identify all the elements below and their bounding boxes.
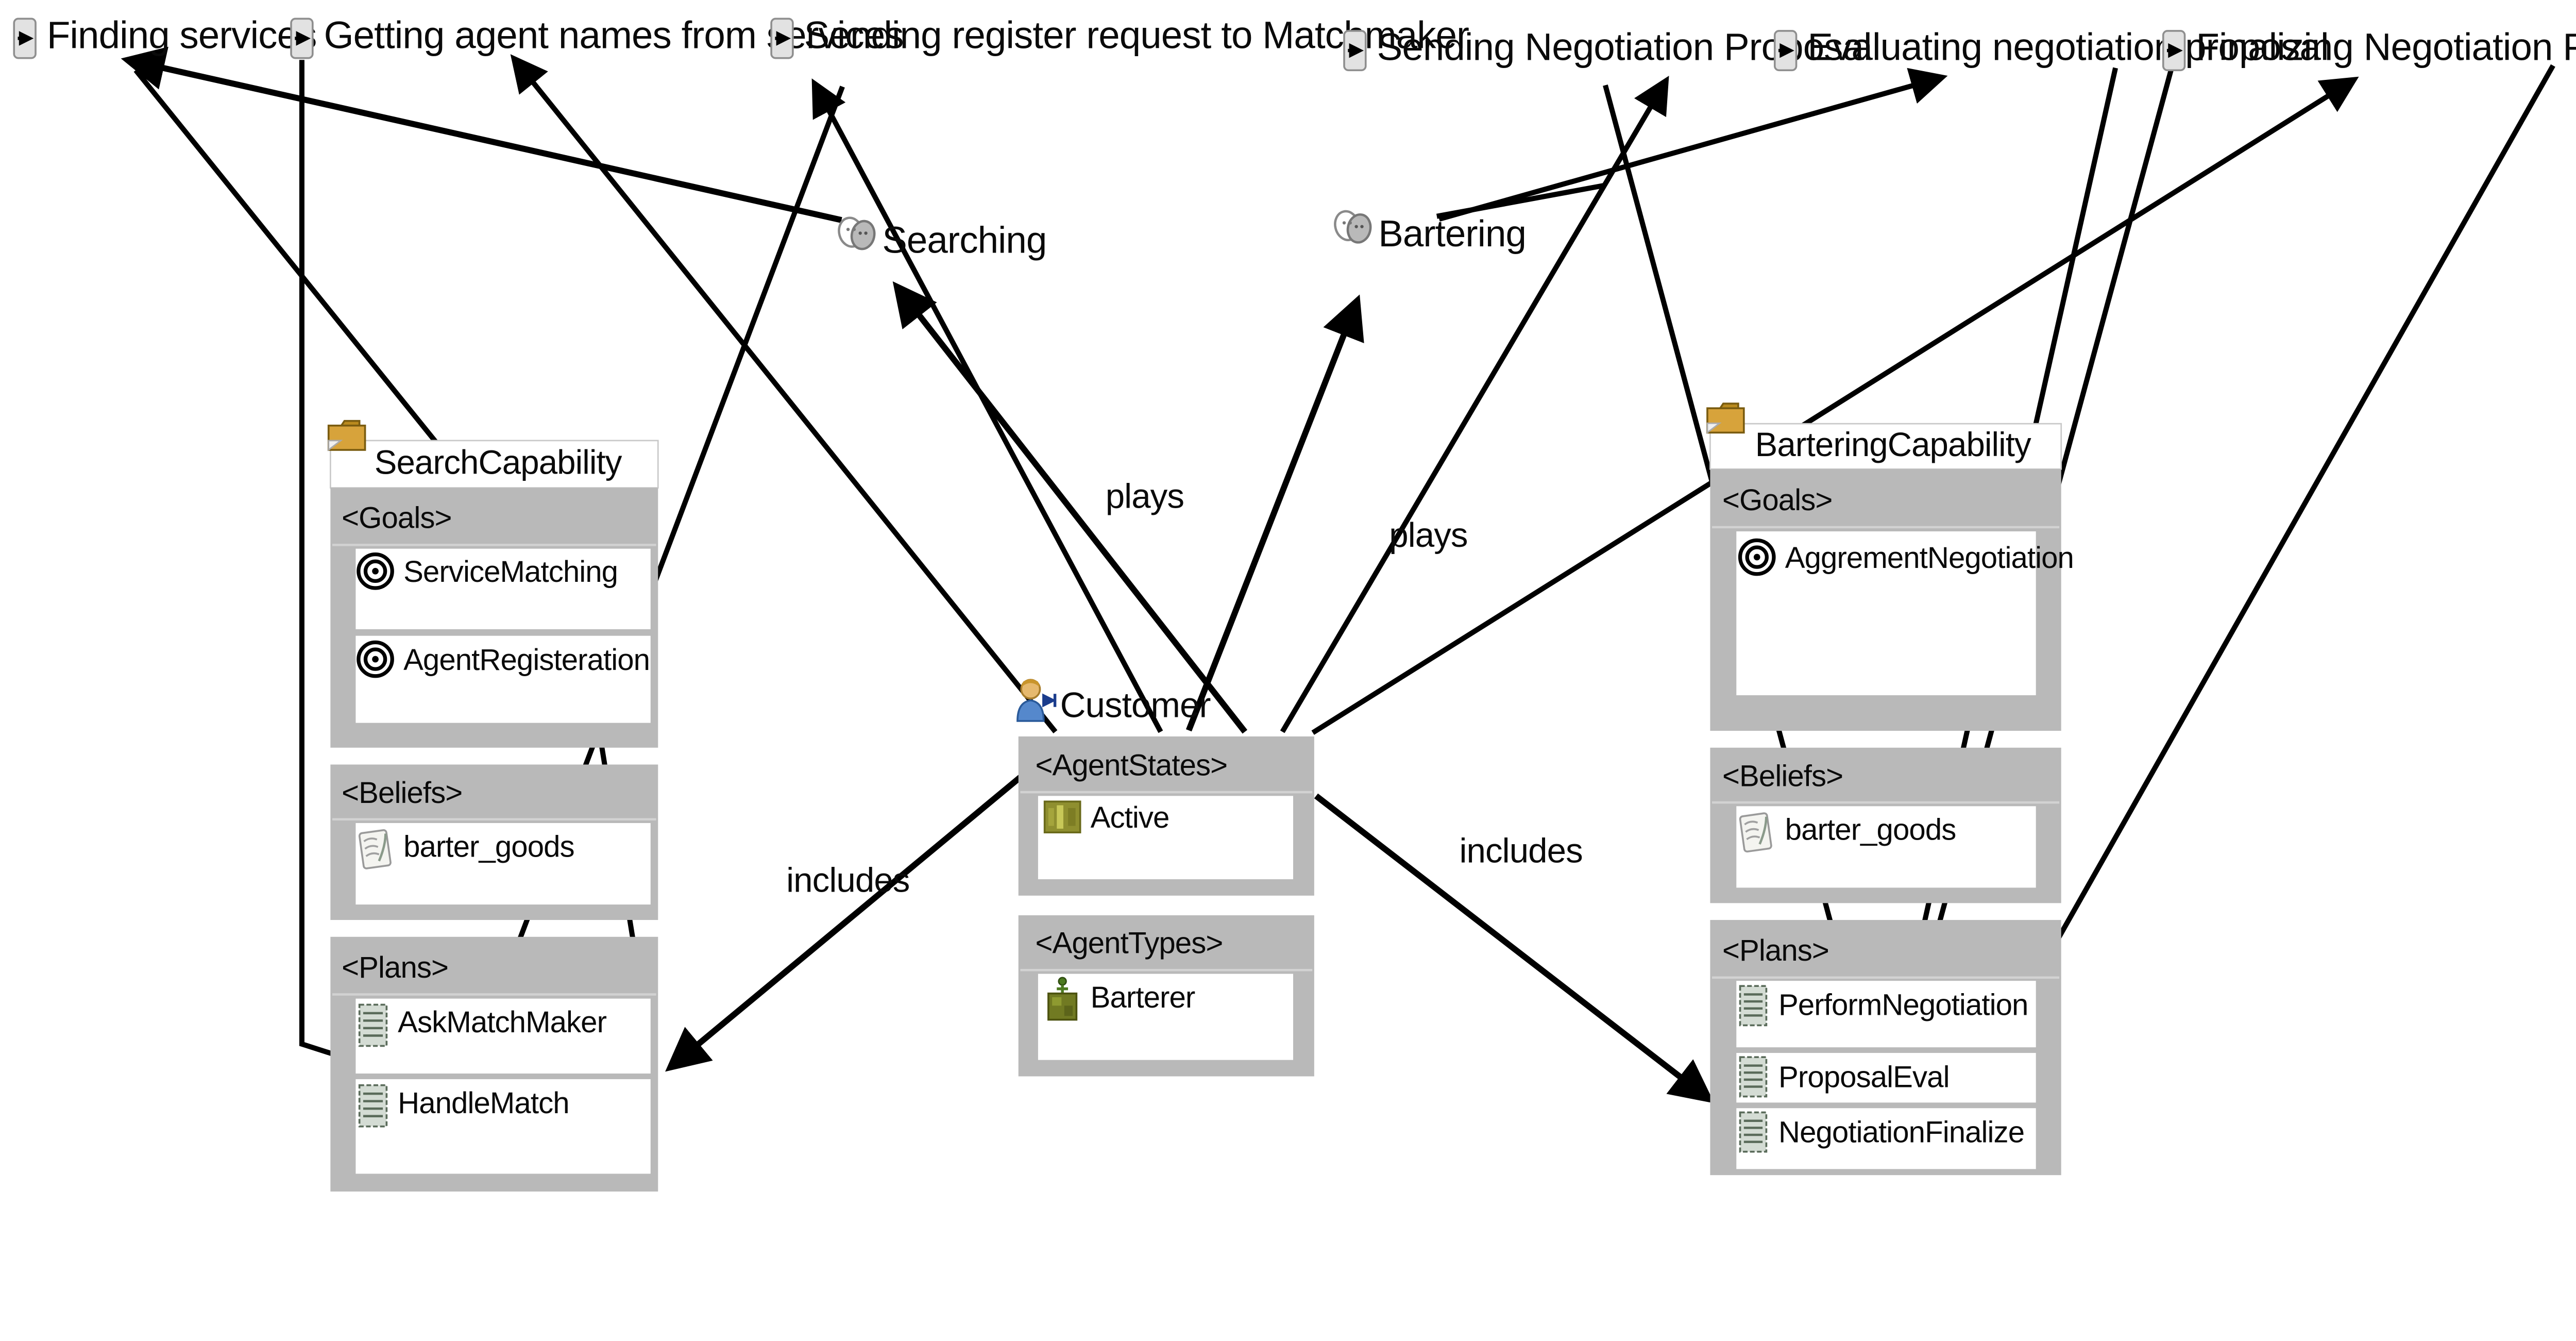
task-icon (1773, 30, 1798, 72)
theater-masks-icon (838, 216, 876, 250)
task-label: Finalizing Negotiation Proposal (2196, 25, 2576, 68)
plan-cell[interactable] (355, 998, 651, 1074)
plan-icon (1739, 985, 1768, 1027)
plan-cell[interactable] (1736, 1053, 2036, 1103)
agent-type-cell[interactable] (1038, 974, 1293, 1060)
edge-customer-to-getting-names[interactable] (510, 54, 1058, 734)
role-node-searching[interactable]: Searching (836, 215, 1047, 261)
task-label: Sending Negotiation Proposal (1377, 25, 1872, 68)
capability-title-band[interactable] (1709, 423, 2062, 470)
beliefs-header: <Beliefs> (1722, 759, 1843, 793)
goal-label: AggrementNegotiation (1785, 541, 2074, 575)
capability-title: BarteringCapability (1755, 426, 2031, 463)
plan-label: NegotiationFinalize (1778, 1116, 2024, 1149)
plan-label: PerformNegotiation (1778, 988, 2028, 1021)
theater-masks-icon (1334, 210, 1372, 244)
goal-cell[interactable] (355, 635, 651, 723)
goal-target-icon (1738, 538, 1776, 576)
capability-box-bartering[interactable]: BarteringCapability <Goals> AggrementNeg… (1706, 403, 2074, 1176)
task-label: Evaluating negotiation proposal (1807, 25, 2328, 68)
belief-book-icon (1739, 812, 1772, 853)
edge-customer-to-sending-negotiation[interactable] (1280, 75, 1669, 733)
agent-states-header: <AgentStates> (1035, 748, 1227, 782)
goal-target-icon (357, 552, 394, 590)
goals-header: <Goals> (1722, 483, 1832, 517)
goal-label: AgentRegisteration (403, 643, 650, 677)
task-icon (770, 18, 794, 59)
belief-cell[interactable] (1736, 806, 2036, 888)
edge-searching-to-finding-services[interactable] (121, 46, 842, 223)
plan-icon (358, 1084, 388, 1128)
edge-includes-searchcapability[interactable] (665, 775, 1023, 1072)
plan-cell[interactable] (1736, 981, 2036, 1048)
agent-box-customer[interactable]: Customer <AgentStates> Active <AgentType… (1016, 679, 1314, 1077)
beliefs-header: <Beliefs> (342, 776, 462, 810)
task-node-getting-agent-names[interactable]: Getting agent names from services (290, 14, 904, 59)
role-label: Searching (882, 220, 1046, 261)
belief-book-icon (358, 829, 392, 869)
edge-label-plays-right: plays (1389, 516, 1467, 555)
barterer-icon (1047, 977, 1078, 1021)
role-label: Bartering (1378, 213, 1526, 255)
agent-types-header: <AgentTypes> (1035, 927, 1223, 960)
task-node-evaluating-negotiation-proposal[interactable]: Evaluating negotiation proposal (1773, 25, 2329, 72)
plan-cell[interactable] (1736, 1108, 2036, 1169)
belief-label: barter_goods (403, 830, 574, 863)
agent-type-label: Barterer (1091, 981, 1195, 1014)
task-label: Getting agent names from services (324, 14, 904, 57)
agent-title: Customer (1060, 685, 1211, 725)
edge-label-includes-right: includes (1459, 831, 1582, 870)
goal-cell[interactable] (355, 548, 651, 629)
agent-state-label: Active (1091, 801, 1170, 834)
goal-target-icon (357, 640, 394, 678)
edge-bartering-to-sending-negotiation[interactable] (1436, 182, 1605, 219)
edge-plays-searching[interactable] (892, 281, 1248, 734)
edge-label-includes-left: includes (786, 861, 909, 900)
capability-title-band[interactable] (329, 440, 659, 489)
agent-design-diagram: plays plays includes includes Finding se… (13, 14, 2576, 1192)
belief-cell[interactable] (355, 823, 651, 905)
state-icon (1043, 800, 1081, 834)
role-node-bartering[interactable]: Bartering (1332, 209, 1527, 255)
folder-icon (1706, 403, 1745, 434)
plan-label: ProposalEval (1778, 1060, 1950, 1094)
person-icon (1016, 679, 1057, 722)
capability-title: SearchCapability (375, 443, 622, 481)
plan-icon (1739, 1056, 1768, 1098)
plans-header: <Plans> (342, 951, 448, 984)
plan-icon (1739, 1111, 1768, 1153)
edge-includes-barteringcapability[interactable] (1314, 793, 1715, 1103)
edge-customer-to-finalizing[interactable] (1311, 76, 2359, 735)
task-node-finalizing-negotiation-proposal[interactable]: Finalizing Negotiation Proposal (2162, 25, 2576, 72)
edge-bartering-to-evaluating[interactable] (1438, 68, 1948, 222)
goal-cell[interactable] (1736, 531, 2036, 696)
goal-label: ServiceMatching (403, 555, 618, 589)
belief-label: barter_goods (1785, 813, 1956, 847)
task-label: Sending register request to Matchmaker (804, 14, 1469, 57)
goals-header: <Goals> (342, 501, 451, 535)
plan-label: HandleMatch (398, 1086, 569, 1120)
plan-cell[interactable] (355, 1079, 651, 1174)
plan-icon (358, 1003, 388, 1047)
plan-label: AskMatchMaker (398, 1005, 606, 1039)
task-icon (1343, 30, 1367, 72)
task-icon (2162, 30, 2186, 72)
capability-box-search[interactable]: SearchCapability <Goals> ServiceMatching… (327, 420, 659, 1192)
task-icon (290, 18, 314, 59)
edge-finalizing-to-negotiationfinalize[interactable] (1960, 64, 2555, 1111)
task-node-finding-services[interactable]: Finding services (13, 14, 317, 59)
plans-header: <Plans> (1722, 934, 1829, 967)
task-icon (13, 18, 37, 59)
folder-icon (327, 420, 366, 451)
task-label: Finding services (47, 14, 317, 57)
edge-label-plays-left: plays (1106, 477, 1184, 516)
edge-plays-bartering[interactable] (1185, 294, 1364, 732)
